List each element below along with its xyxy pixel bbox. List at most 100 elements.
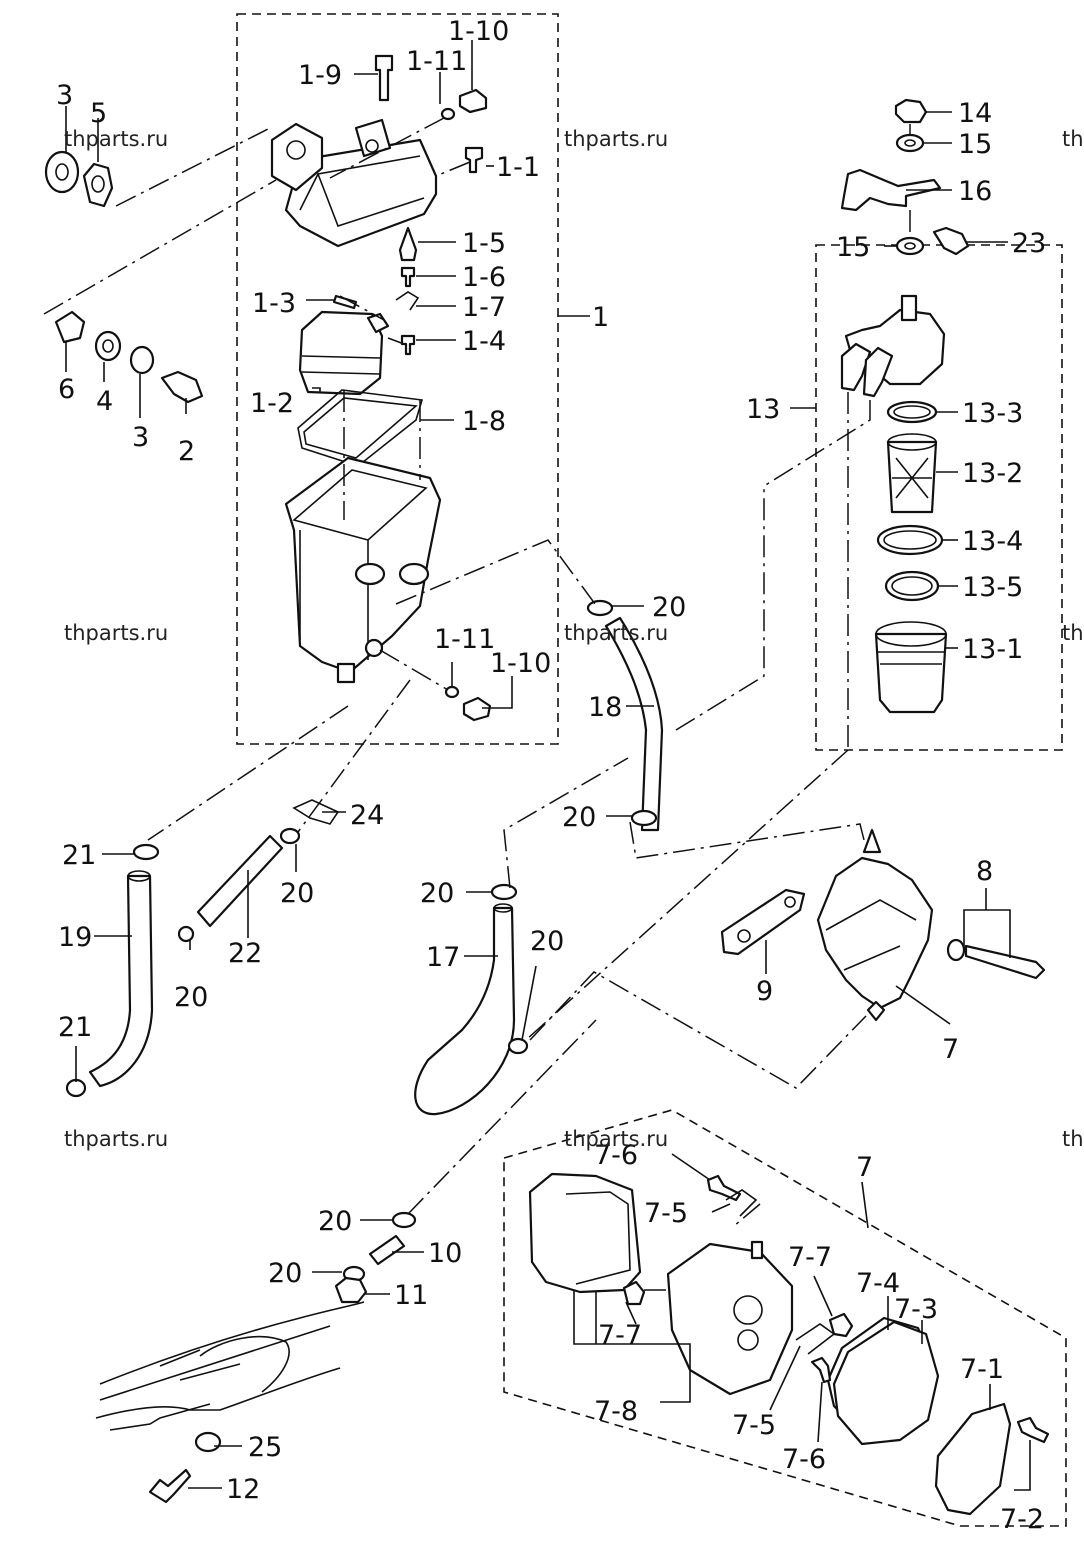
label-1-6: 1-6 bbox=[462, 262, 506, 293]
label-1-2: 1-2 bbox=[250, 388, 294, 419]
label-4: 4 bbox=[96, 386, 113, 417]
washer-3-top bbox=[44, 150, 80, 194]
label-1-10-bottom: 1-10 bbox=[490, 648, 551, 679]
label-7-7-right: 7-7 bbox=[788, 1242, 832, 1273]
washer-15-top bbox=[895, 133, 925, 153]
pin-1-3 bbox=[332, 294, 358, 310]
hose-10 bbox=[368, 1234, 406, 1266]
label-1-5: 1-5 bbox=[462, 228, 506, 259]
clip-1-7 bbox=[395, 291, 420, 311]
label-13-1: 13-1 bbox=[962, 634, 1023, 665]
label-11: 11 bbox=[394, 1280, 428, 1311]
washer-3-bottom bbox=[129, 345, 155, 375]
nut-7-7-right bbox=[828, 1312, 854, 1338]
label-7-group: 7 bbox=[856, 1152, 873, 1183]
hose-17 bbox=[414, 906, 516, 1116]
plug-1-10-bottom bbox=[462, 696, 492, 722]
collar-6 bbox=[54, 310, 86, 344]
clip-7-5-bottom bbox=[795, 1323, 836, 1355]
label-18: 18 bbox=[588, 692, 622, 723]
label-6: 6 bbox=[58, 374, 75, 405]
tank-assembly bbox=[270, 54, 492, 722]
leader-lines bbox=[65, 40, 1031, 1491]
nut-7-7-left bbox=[622, 1280, 646, 1306]
washer-1-11-bottom bbox=[444, 685, 460, 699]
label-7-2: 7-2 bbox=[1000, 1504, 1044, 1535]
watermark: thparts.ru bbox=[564, 127, 668, 151]
hose-19 bbox=[88, 874, 154, 1088]
bracket-16 bbox=[840, 168, 942, 212]
washer-8 bbox=[946, 938, 966, 962]
label-1-10-top: 1-10 bbox=[448, 16, 509, 47]
bolt-1-9 bbox=[374, 54, 394, 102]
clamp-20-a bbox=[586, 599, 614, 617]
screw-7-6-top bbox=[706, 1174, 742, 1202]
tank-fitting-left bbox=[354, 562, 386, 586]
washer-25 bbox=[194, 1431, 222, 1453]
screw-7-2 bbox=[1016, 1416, 1050, 1444]
clamp-20-f bbox=[177, 925, 195, 943]
label-3-bottom: 3 bbox=[132, 422, 149, 453]
hoses-and-clamps bbox=[65, 486, 867, 1283]
nut-14 bbox=[894, 98, 928, 124]
label-20-c: 20 bbox=[420, 878, 454, 909]
label-13-2: 13-2 bbox=[962, 458, 1023, 489]
label-9: 9 bbox=[756, 976, 773, 1007]
label-10: 10 bbox=[428, 1238, 462, 1269]
label-7-7-left: 7-7 bbox=[598, 1320, 642, 1351]
label-17: 17 bbox=[426, 942, 460, 973]
watermark: thparts.ru bbox=[64, 1127, 168, 1151]
label-7-4: 7-4 bbox=[856, 1268, 900, 1299]
filter-inlet-elbow bbox=[840, 342, 872, 392]
label-14: 14 bbox=[958, 98, 992, 129]
label-21-bottom: 21 bbox=[58, 1012, 92, 1043]
sender-unit bbox=[298, 310, 384, 396]
plug-1-10-top bbox=[458, 88, 488, 114]
part-labels: 1 1-1 1-2 1-3 1-4 1-5 1-6 1-7 1-8 1-9 1-… bbox=[56, 16, 1046, 1535]
screw-1-1 bbox=[464, 146, 484, 174]
bolt-8 bbox=[964, 944, 1046, 980]
label-20-g: 20 bbox=[318, 1206, 352, 1237]
clamp-20-d bbox=[507, 1037, 529, 1055]
label-1: 1 bbox=[592, 302, 609, 333]
watermark: thparts.ru bbox=[564, 621, 668, 645]
label-22: 22 bbox=[228, 938, 262, 969]
label-7-3: 7-3 bbox=[894, 1294, 938, 1325]
clamp-20-c bbox=[490, 883, 518, 901]
screw-7-6-bottom bbox=[810, 1356, 832, 1384]
label-7-5-bottom: 7-5 bbox=[732, 1410, 776, 1441]
label-20-a: 20 bbox=[652, 592, 686, 623]
fuel-pump bbox=[816, 856, 934, 1010]
bolt-2 bbox=[160, 370, 204, 404]
pump-plate-7-3 bbox=[832, 1320, 940, 1446]
bolt-23 bbox=[932, 226, 970, 256]
watermark: thparts.ru bbox=[64, 127, 168, 151]
label-7-6-top: 7-6 bbox=[594, 1140, 638, 1171]
tank-lid bbox=[284, 138, 438, 248]
watermark: th bbox=[1062, 1127, 1084, 1151]
group-box-7 bbox=[503, 1109, 1067, 1527]
gasket bbox=[297, 389, 424, 467]
tank-fitting-right bbox=[398, 562, 430, 586]
gasket-9 bbox=[720, 888, 806, 956]
watermark: thparts.ru bbox=[564, 1127, 668, 1151]
clamp-20-g bbox=[391, 1211, 417, 1229]
label-1-9: 1-9 bbox=[298, 60, 342, 91]
label-20-h: 20 bbox=[268, 1258, 302, 1289]
label-3-top: 3 bbox=[56, 80, 73, 111]
label-16: 16 bbox=[958, 176, 992, 207]
frame-mount-parts bbox=[95, 1276, 368, 1504]
label-20-f: 20 bbox=[174, 982, 208, 1013]
label-1-8: 1-8 bbox=[462, 406, 506, 437]
label-20-e: 20 bbox=[280, 878, 314, 909]
clamp-21-bottom bbox=[65, 1078, 87, 1098]
label-19: 19 bbox=[58, 922, 92, 953]
pump-cover-7-8 bbox=[528, 1172, 642, 1294]
hose-18 bbox=[604, 616, 664, 832]
label-7: 7 bbox=[942, 1034, 959, 1065]
label-24: 24 bbox=[350, 800, 384, 831]
clip-24 bbox=[292, 799, 340, 825]
washer-1-11-top bbox=[440, 107, 456, 121]
grommet-5 bbox=[82, 162, 114, 208]
